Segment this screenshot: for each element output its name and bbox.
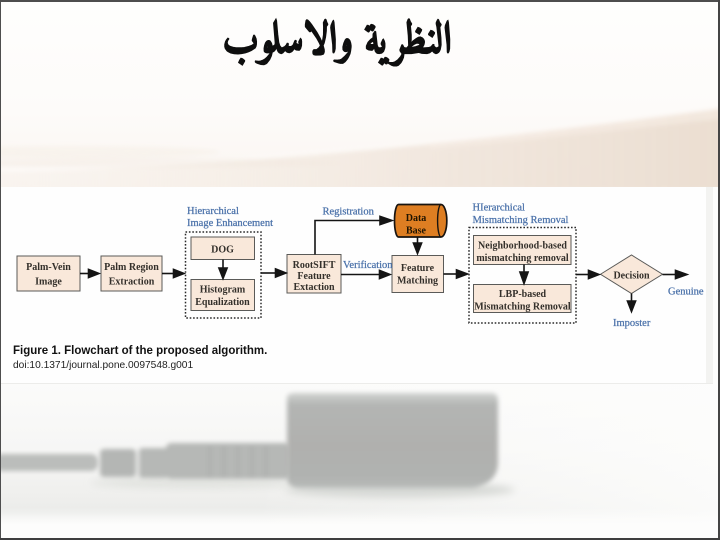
svg-text:DOG: DOG	[211, 245, 234, 256]
svg-text:Palm-Vein: Palm-Vein	[26, 262, 71, 273]
svg-text:Image: Image	[35, 277, 62, 288]
svg-text:Extraction: Extraction	[109, 277, 155, 288]
svg-text:Palm Region: Palm Region	[104, 262, 159, 273]
svg-text:Image Enhancement: Image Enhancement	[187, 218, 273, 229]
svg-text:Verification: Verification	[343, 260, 393, 271]
svg-text:Decision: Decision	[613, 271, 650, 282]
svg-text:Matching: Matching	[397, 276, 438, 287]
svg-text:Equalization: Equalization	[195, 297, 250, 308]
svg-text:Histogram: Histogram	[200, 285, 246, 296]
svg-text:Neighborhood-based: Neighborhood-based	[478, 241, 567, 252]
svg-text:Genuine: Genuine	[668, 287, 704, 298]
svg-text:Data: Data	[406, 213, 427, 224]
svg-text:Mismatching Removal: Mismatching Removal	[473, 215, 569, 226]
svg-text:RootSIFT: RootSIFT	[293, 260, 336, 271]
svg-text:Feature: Feature	[297, 271, 331, 282]
svg-text:Imposter: Imposter	[613, 318, 651, 329]
svg-text:Mismatching Removal: Mismatching Removal	[474, 302, 571, 313]
svg-text:Registration: Registration	[323, 207, 375, 218]
svg-text:HIerarchical: HIerarchical	[473, 203, 526, 214]
svg-text:Base: Base	[406, 226, 427, 237]
svg-text:LBP-based: LBP-based	[499, 289, 547, 300]
svg-text:mismatching removal: mismatching removal	[476, 253, 569, 264]
svg-text:Hierarchical: Hierarchical	[187, 206, 239, 217]
svg-text:Extaction: Extaction	[293, 282, 335, 293]
svg-text:Feature: Feature	[401, 263, 435, 274]
